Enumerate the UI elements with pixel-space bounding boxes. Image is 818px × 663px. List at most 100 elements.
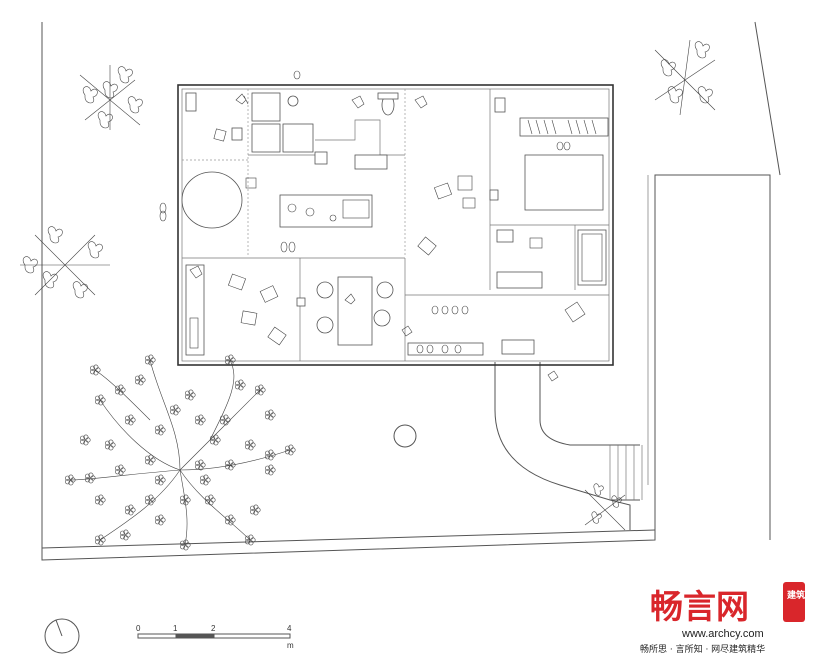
- blossom-petal: [145, 455, 151, 461]
- scale-tick-1: 1: [173, 624, 178, 633]
- blossom-petal: [158, 474, 164, 480]
- blossom-petal: [210, 439, 216, 445]
- blossom-petal: [258, 384, 264, 390]
- blossom-petal: [158, 424, 164, 430]
- blossom-petal: [148, 494, 154, 500]
- blossom-petal: [145, 495, 151, 501]
- scale-tick-4: 4: [287, 624, 292, 633]
- blossom-petal: [85, 477, 91, 483]
- blossom-petal: [128, 414, 134, 420]
- blossom-petal: [68, 480, 74, 486]
- blossom-petal: [158, 480, 164, 486]
- blossom-petal: [130, 507, 136, 513]
- blossom-petal: [118, 464, 124, 470]
- blossom-petal: [228, 465, 234, 471]
- blossom-petal: [188, 389, 194, 395]
- blossom-petal: [68, 474, 74, 480]
- blossom-petal: [138, 380, 144, 386]
- blossom-petal: [100, 497, 106, 503]
- blossom-petal: [268, 470, 274, 476]
- blossom-petal: [245, 535, 251, 541]
- blossom-petal: [88, 478, 94, 484]
- blossom-petal: [228, 354, 234, 360]
- blossom-petal: [108, 439, 114, 445]
- blossom-petal: [265, 410, 271, 416]
- blossom-petal: [260, 387, 266, 393]
- blossom-petal: [265, 454, 271, 460]
- blossom-petal: [90, 369, 96, 375]
- watermark-tag: 建筑: [787, 589, 805, 601]
- blossom-petal: [98, 540, 104, 546]
- blossom-petal: [200, 475, 206, 481]
- blossom-petal: [270, 412, 276, 418]
- blossom-petal: [155, 425, 161, 431]
- blossom-petal: [173, 404, 179, 410]
- blossom-petal: [210, 497, 216, 503]
- blossom-petal: [225, 359, 231, 365]
- site-boundary: [41, 21, 781, 561]
- blossom-petal: [285, 445, 291, 451]
- blossom-petal: [95, 539, 101, 545]
- blossom-petal: [93, 370, 99, 376]
- blossom-petal: [93, 364, 99, 370]
- blossom-petal: [148, 460, 154, 466]
- blossom-petal: [235, 380, 241, 386]
- blossom-petal: [128, 510, 134, 516]
- blossom-petal: [148, 454, 154, 460]
- blossom-petal: [195, 460, 201, 466]
- blossom-petal: [268, 455, 274, 461]
- blossom-petal: [195, 419, 201, 425]
- blossom-petal: [285, 449, 291, 455]
- blossom-petal: [98, 500, 104, 506]
- blossom-petal: [115, 469, 121, 475]
- blossom-petal: [155, 515, 161, 521]
- blossom-petal: [188, 395, 194, 401]
- blossom-petal: [95, 535, 101, 541]
- blossom-petal: [258, 390, 264, 396]
- blossom-petal: [158, 514, 164, 520]
- blossom-petal: [198, 420, 204, 426]
- blossom-petal: [200, 462, 206, 468]
- blossom-petal: [200, 479, 206, 485]
- blossom-petal: [208, 494, 214, 500]
- blossom-petal: [213, 440, 219, 446]
- blossom-petal: [270, 467, 276, 473]
- north-arrow-icon: [44, 618, 80, 654]
- blossom-petal: [203, 480, 209, 486]
- blossom-petal: [83, 440, 89, 446]
- blossom-petal: [240, 382, 246, 388]
- blossom-petal: [223, 414, 229, 420]
- blossom-petal: [230, 517, 236, 523]
- blossom-petal: [265, 465, 271, 471]
- blossom-petal: [160, 427, 166, 433]
- blossom-petal: [118, 384, 124, 390]
- blossom-petal: [95, 495, 101, 501]
- blossom-petal: [160, 517, 166, 523]
- blossom-petal: [110, 442, 116, 448]
- blossom-petal: [125, 509, 131, 515]
- blossom-petal: [290, 447, 296, 453]
- blossom-petal: [100, 537, 106, 543]
- blossom-petal: [135, 379, 141, 385]
- blossom-petal: [190, 392, 196, 398]
- blossom-petal: [155, 519, 161, 525]
- blossom-petal: [198, 465, 204, 471]
- blossom-petal: [250, 509, 256, 515]
- blossom-petal: [205, 495, 211, 501]
- blossom-petal: [80, 439, 86, 445]
- blossom-petal: [228, 520, 234, 526]
- blossom-petal: [128, 420, 134, 426]
- blossom-petal: [125, 505, 131, 511]
- chair-icon: [189, 93, 586, 382]
- blossom-petal: [120, 534, 126, 540]
- blossom-petal: [138, 374, 144, 380]
- blossom-petal: [210, 435, 216, 441]
- blossom-petal: [155, 429, 161, 435]
- blossom-petal: [145, 459, 151, 465]
- blossom-petal: [148, 354, 154, 360]
- watermark-logo: 畅言网 建筑 www.archcy.com 畅所思 · 言所知 · 网尽建筑精华: [640, 582, 805, 655]
- blossom-petal: [145, 359, 151, 365]
- blossom-petal: [90, 475, 96, 481]
- blossom-petal: [160, 477, 166, 483]
